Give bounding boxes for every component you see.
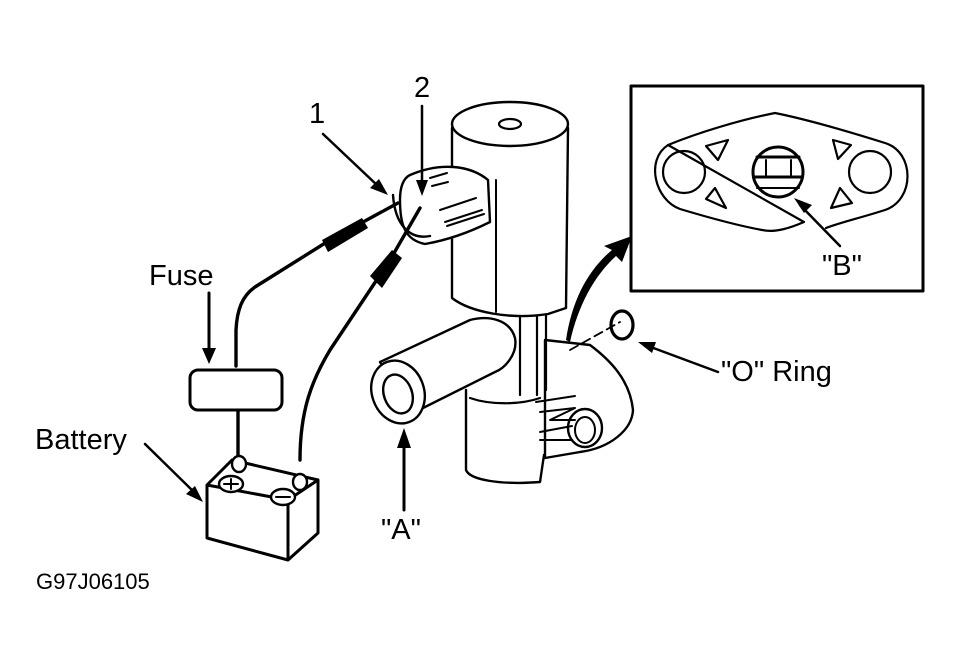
o-ring [609,309,635,341]
port-b-opening [751,145,805,199]
lead-positive-clip [322,218,368,252]
connector-ribs [429,172,485,227]
battery-clamp-negative [291,472,309,492]
label-pin-2: 2 [414,72,431,104]
port-b-arrow [798,203,842,248]
lead-negative-clip [370,250,402,288]
connector-face [391,193,432,238]
label-o-ring: "O" Ring [721,356,832,388]
test-leads [234,201,422,462]
lead-negative [298,206,422,462]
flange-bolt-hole-left [661,149,707,195]
pin-1-arrowhead [370,179,388,195]
label-port-b: "B" [822,250,862,282]
inset-pointer-arrow [566,236,632,342]
pin-2-arrowhead [416,180,428,196]
figure-code: G97J06105 [36,569,150,594]
inset-frame [629,84,925,293]
fuse-arrowhead [202,348,216,364]
o-ring-arrow [646,344,720,374]
battery-arrowhead [186,486,203,502]
detail-inset [629,84,925,293]
flange-triangle-tr [831,138,853,161]
port-a-opening [381,373,415,415]
flange-outline [653,111,909,232]
valve-assembly [370,100,635,485]
lead-positive [234,201,400,368]
flange-triangle-br [829,186,854,210]
label-port-a: "A" [381,514,421,546]
label-battery: Battery [35,424,127,456]
fuse [188,368,284,412]
bracket-bolt-hole-outer [566,407,604,449]
bracket-bolt-hole-inner [574,416,596,444]
battery-clamp-positive [230,454,248,474]
bracket-fins [535,395,576,441]
flange-bolt-hole-right [847,149,893,195]
stem [518,308,548,397]
solenoid-top [450,100,570,148]
lower-collar [468,396,542,405]
port-a-arrowhead [397,428,411,448]
label-fuse: Fuse [149,260,214,292]
label-pin-1: 1 [309,98,326,130]
battery-arrow [143,442,198,496]
battery [205,454,320,562]
port-b-arrowhead [794,198,812,213]
solenoid-top-hole [497,117,523,131]
pin-1-arrow [321,132,380,188]
o-ring-centerline [569,321,621,351]
o-ring-arrowhead [638,342,656,353]
flange-triangle-bl [704,186,728,210]
flange-triangle-tl [704,138,730,162]
lower-body [464,388,546,485]
